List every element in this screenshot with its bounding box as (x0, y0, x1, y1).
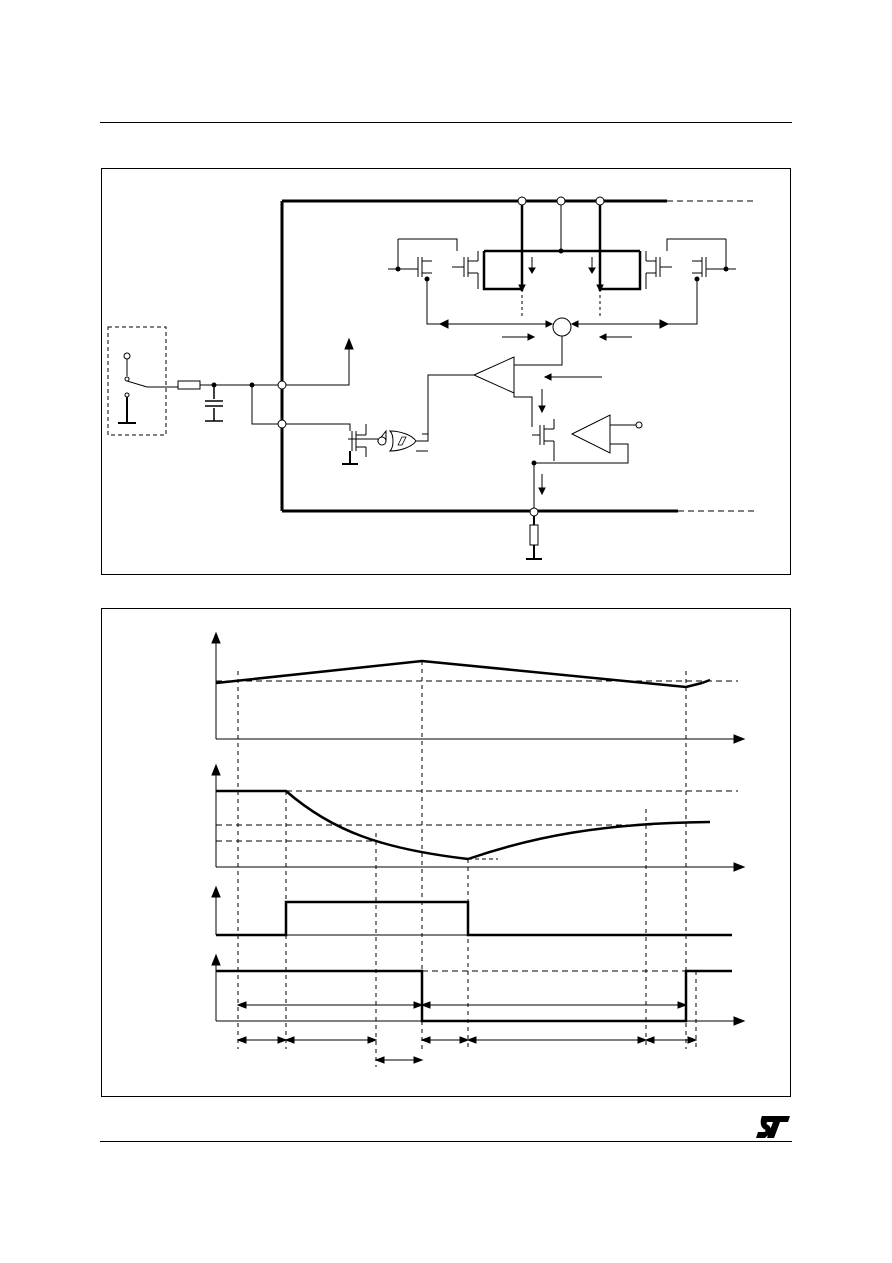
circuit-schematic (107, 196, 757, 560)
circuit-figure (101, 168, 791, 575)
summing-node (552, 317, 572, 337)
series-resistor (177, 380, 201, 390)
timing-figure (101, 608, 791, 1097)
node-top-1 (517, 196, 527, 206)
schmitt-gate (388, 430, 417, 452)
footer-rule (100, 1141, 792, 1142)
st-logo (756, 1116, 790, 1138)
node-top-3 (595, 196, 605, 206)
node-pin-2 (277, 419, 287, 429)
error-amplifier (472, 356, 515, 394)
timing-diagram (211, 631, 746, 1067)
node-bottom (529, 507, 539, 517)
header-rule (100, 122, 792, 123)
node-pin-1 (277, 380, 287, 390)
buffer-amplifier (570, 414, 611, 454)
node-top-2 (556, 196, 566, 206)
external-switch-box (107, 326, 167, 436)
